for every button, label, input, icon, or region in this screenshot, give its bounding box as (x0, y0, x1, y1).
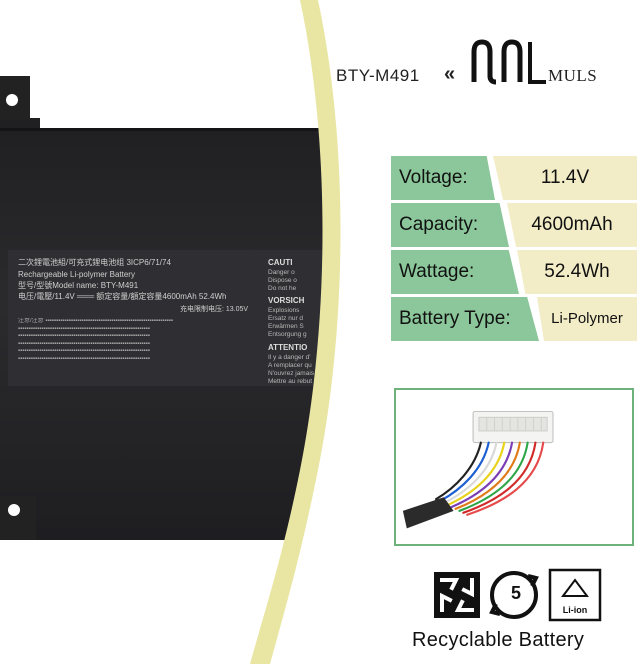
li-ion-recycle-icon (548, 568, 602, 622)
recyclable-caption: Recyclable Battery (412, 629, 585, 651)
battery-label-line: 充电限制电压: 13.05V (180, 306, 249, 313)
vorsicht-text: Explosions Ersatz nur d Erwärmen S Entso… (268, 307, 307, 338)
recycle-cycle-icon (489, 571, 539, 619)
spec-row-voltage: Voltage: 11.4V (391, 156, 637, 200)
brand-name: MULS (548, 66, 598, 85)
attention-heading: ATTENTIO (268, 343, 308, 352)
spec-row-wattage: Wattage: 52.4Wh (391, 250, 637, 294)
li-ion-label: Li-ion (562, 605, 588, 615)
connector-image (394, 388, 634, 546)
spec-value: 4600mAh (507, 203, 637, 247)
spec-label: Capacity: (391, 203, 509, 247)
caution-text: Danger o Dispose o Do not he (268, 269, 297, 292)
spec-row-battery-type: Battery Type: Li-Polymer (391, 297, 637, 341)
spec-label: Wattage: (391, 250, 519, 294)
attention-text: Il y a danger d' A remplacer qu N'ouvrez… (268, 354, 315, 385)
battery-label-fineprint: 注意/注意 ▪▪▪▪▪▪▪▪▪▪▪▪▪▪▪▪▪▪▪▪▪▪▪▪▪▪▪▪▪▪▪▪▪▪… (18, 318, 173, 362)
recycle-icons (434, 568, 602, 622)
spec-label: Voltage: (391, 156, 495, 200)
battery-label-line: 二次鋰電池組/可充式鋰电池组 3ICP6/71/74 (18, 258, 171, 267)
battery-label-line: 型号/型號Model name: BTY-M491 (18, 281, 139, 290)
vorsicht-heading: VORSICH (268, 296, 305, 305)
recycle-arrows-icon (434, 572, 480, 618)
spec-label: Battery Type: (391, 297, 539, 341)
guillemet-mark: « (444, 63, 456, 85)
caution-heading: CAUTI (268, 258, 293, 267)
spec-value: 11.4V (493, 156, 637, 200)
model-name: BTY-M491 (336, 66, 420, 85)
spec-value: Li-Polymer (537, 297, 637, 341)
spec-value: 52.4Wh (517, 250, 637, 294)
cycle-number: 5 (510, 583, 521, 603)
battery-label-line: 电压/電壓/11.4V ═══ 额定容量/額定容量4600mAh 52.4Wh (18, 292, 227, 301)
spec-row-capacity: Capacity: 4600mAh (391, 203, 637, 247)
battery-label-line: Rechargeable Li-polymer Battery (18, 270, 135, 279)
brand-logo-icon (471, 39, 546, 85)
